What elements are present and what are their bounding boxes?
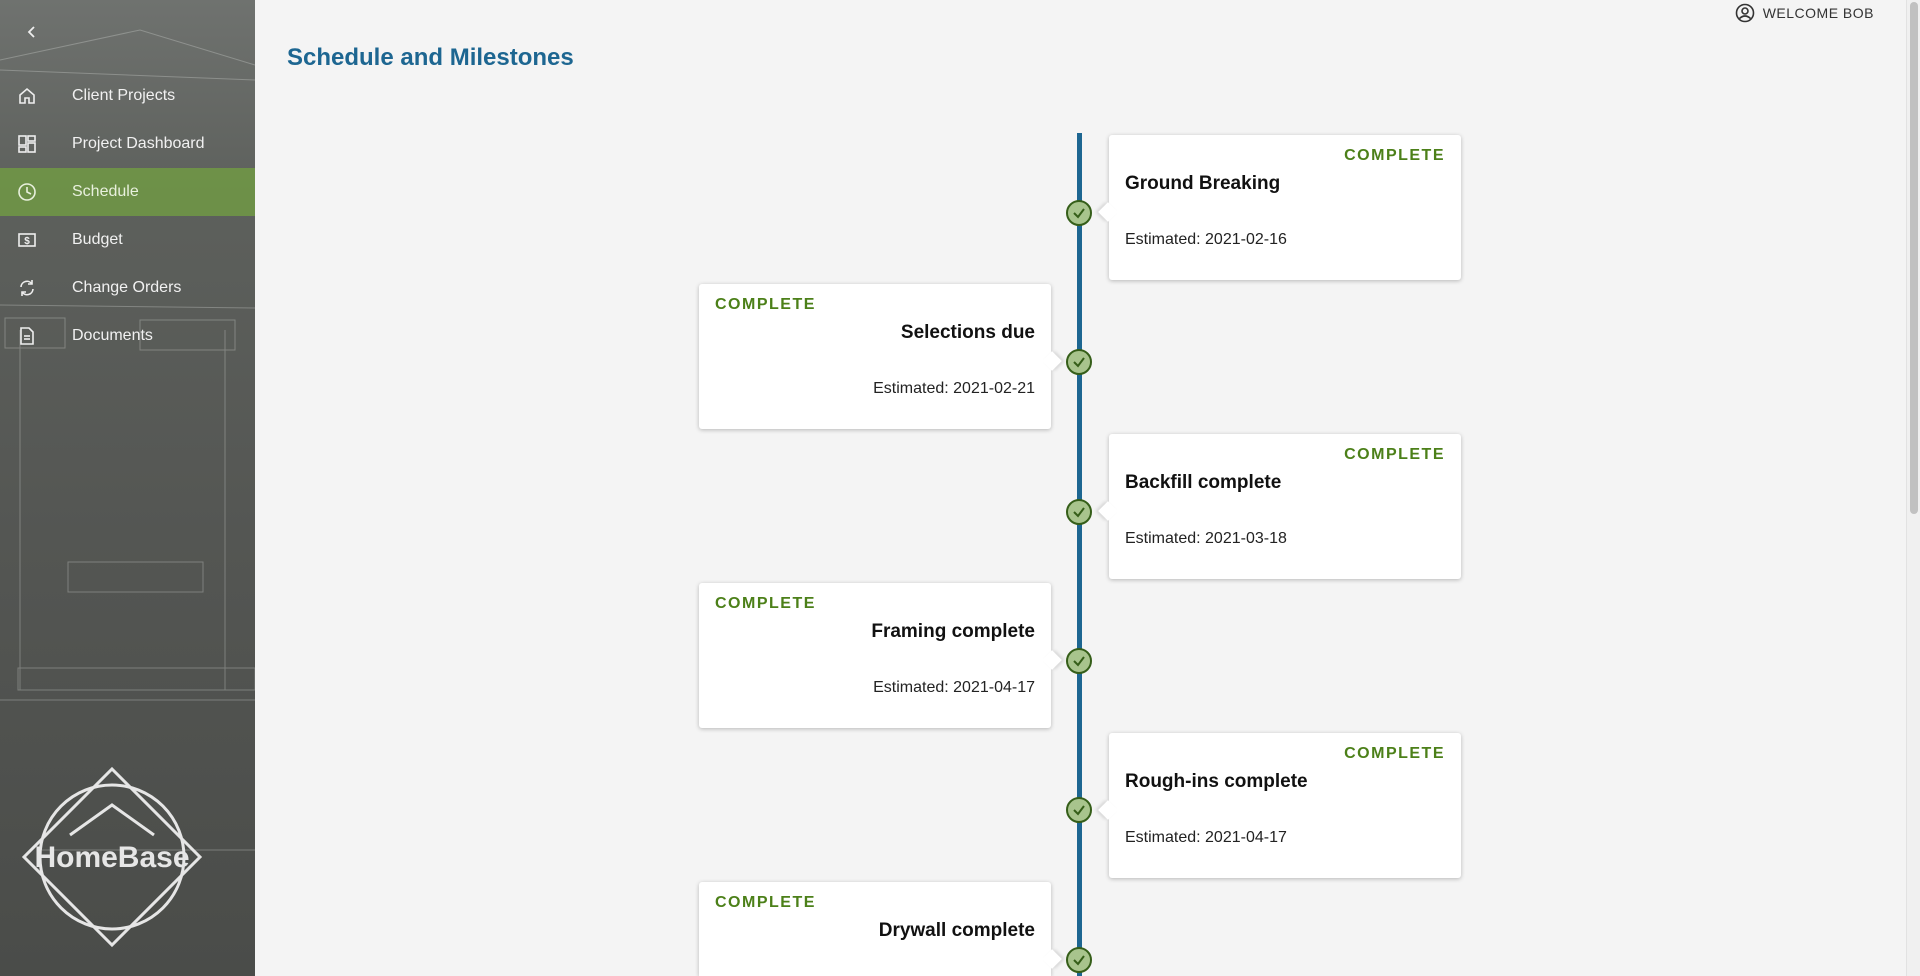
milestone-name: Backfill complete [1125, 472, 1282, 493]
collapse-sidebar-button[interactable] [18, 18, 46, 46]
clock-icon [0, 182, 72, 202]
sidebar-nav: Client Projects Project Dashboard Schedu… [0, 72, 255, 360]
sidebar: Client Projects Project Dashboard Schedu… [0, 0, 255, 976]
dollar-icon: $ [0, 230, 72, 250]
dashboard-icon [0, 134, 72, 154]
sidebar-item-label: Documents [72, 327, 153, 344]
milestone-check-icon [1066, 648, 1092, 674]
status-badge: COMPLETE [715, 894, 816, 911]
milestone-name: Ground Breaking [1125, 173, 1281, 194]
status-badge: COMPLETE [715, 595, 816, 612]
sidebar-item-client-projects[interactable]: Client Projects [0, 72, 255, 120]
welcome-text: WELCOME BOB [1762, 5, 1874, 21]
milestone-card[interactable]: COMPLETE Rough-ins complete Estimated: 2… [1109, 733, 1461, 878]
milestone-check-icon [1066, 349, 1092, 375]
milestone-name: Selections due [900, 322, 1035, 343]
status-badge: COMPLETE [715, 296, 816, 313]
sidebar-item-change-orders[interactable]: Change Orders [0, 264, 255, 312]
homebase-logo: HomeBase [21, 766, 203, 948]
milestone-estimated: Estimated: 2021-03-18 [1125, 530, 1287, 547]
page-title: Schedule and Milestones [287, 44, 574, 71]
milestone-name: Framing complete [871, 621, 1035, 642]
milestone-check-icon [1066, 200, 1092, 226]
milestone-name: Rough-ins complete [1125, 771, 1308, 792]
sidebar-item-project-dashboard[interactable]: Project Dashboard [0, 120, 255, 168]
sidebar-item-label: Change Orders [72, 279, 182, 296]
sidebar-item-label: Project Dashboard [72, 135, 205, 152]
milestone-card[interactable]: COMPLETE Selections due Estimated: 2021-… [699, 284, 1051, 429]
sidebar-item-label: Schedule [72, 183, 139, 200]
milestone-name: Drywall complete [878, 920, 1035, 941]
milestone-check-icon [1066, 797, 1092, 823]
refresh-icon [0, 278, 72, 298]
milestone-estimated: Estimated: 2021-04-17 [1125, 829, 1287, 846]
page-scrollbar[interactable] [1906, 0, 1920, 976]
milestone-card[interactable]: COMPLETE Ground Breaking Estimated: 2021… [1109, 135, 1461, 280]
timeline-axis [1077, 133, 1082, 976]
sidebar-item-label: Client Projects [72, 87, 176, 104]
status-badge: COMPLETE [1344, 147, 1445, 164]
sidebar-item-label: Budget [72, 231, 123, 248]
sidebar-item-documents[interactable]: Documents [0, 312, 255, 360]
sidebar-item-schedule[interactable]: Schedule [0, 168, 255, 216]
sidebar-item-budget[interactable]: $ Budget [0, 216, 255, 264]
scrollbar-thumb[interactable] [1910, 2, 1918, 514]
status-badge: COMPLETE [1344, 446, 1445, 463]
milestone-card[interactable]: COMPLETE Framing complete Estimated: 202… [699, 583, 1051, 728]
account-circle-icon [1735, 3, 1755, 23]
milestone-estimated: Estimated: 2021-04-17 [873, 679, 1035, 696]
user-menu[interactable]: WELCOME BOB [1735, 3, 1874, 23]
status-badge: COMPLETE [1344, 745, 1445, 762]
blueprint-background [0, 29, 255, 851]
milestone-check-icon [1066, 947, 1092, 973]
brand-name: HomeBase [34, 841, 189, 874]
milestone-check-icon [1066, 499, 1092, 525]
chevron-left-icon [27, 26, 35, 38]
milestone-card[interactable]: COMPLETE Backfill complete Estimated: 20… [1109, 434, 1461, 579]
milestone-card[interactable]: COMPLETE Drywall complete [699, 882, 1051, 976]
svg-text:$: $ [24, 236, 30, 247]
home-icon [0, 86, 72, 106]
milestone-estimated: Estimated: 2021-02-16 [1125, 231, 1287, 248]
milestone-estimated: Estimated: 2021-02-21 [873, 380, 1035, 397]
document-icon [0, 326, 72, 346]
